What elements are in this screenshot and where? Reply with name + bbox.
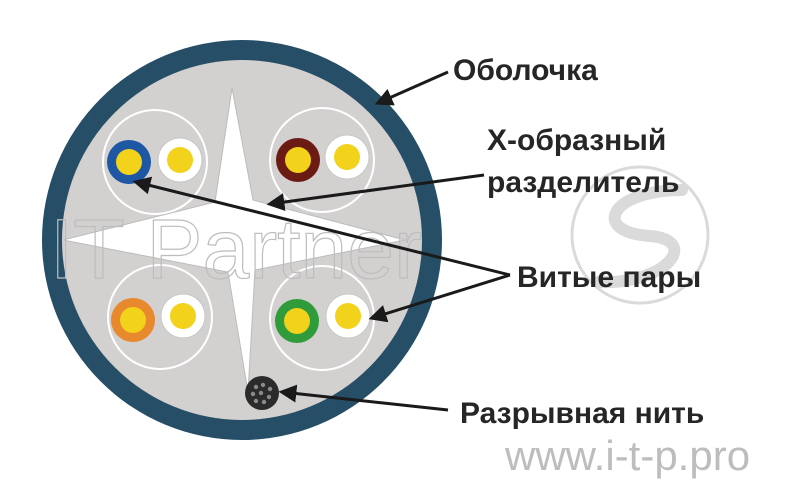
green-pair bbox=[275, 293, 371, 343]
watermark-brand: IT Partner bbox=[50, 202, 422, 296]
pair-outline-top-left bbox=[102, 109, 208, 215]
sheath-arrow bbox=[374, 70, 449, 106]
green-white-wire-core bbox=[335, 303, 361, 329]
label-twisted-pairs: Витые пары bbox=[517, 261, 701, 294]
separator-arrow bbox=[266, 173, 485, 211]
label-rip-cord: Разрывная нить bbox=[460, 397, 704, 430]
blue-pair bbox=[107, 137, 203, 184]
green-wire-core bbox=[284, 308, 310, 334]
twisted-pairs-arrow-left bbox=[132, 176, 511, 277]
brown-white-wire-core bbox=[334, 144, 360, 170]
brown-wire-core bbox=[285, 147, 311, 173]
rip-cord bbox=[245, 376, 279, 410]
orange-wire-core bbox=[120, 307, 146, 333]
label-sheath: Оболочка bbox=[453, 54, 598, 87]
watermark-url: www.i-t-p.pro bbox=[504, 432, 750, 479]
rip-cord-arrow bbox=[278, 384, 449, 412]
orange-white-wire-core bbox=[170, 303, 196, 329]
pair-outline-bottom-left bbox=[107, 264, 213, 370]
twisted-pairs-arrow-right bbox=[368, 273, 511, 323]
blue-white-wire-core bbox=[167, 147, 193, 173]
label-separator-line1: Х-образный bbox=[487, 124, 666, 157]
pair-outline-top-right bbox=[269, 107, 375, 213]
brown-pair bbox=[276, 134, 370, 182]
orange-pair bbox=[111, 293, 206, 342]
blue-wire-core bbox=[116, 149, 142, 175]
watermark-logo bbox=[570, 165, 710, 305]
label-separator-line2: разделитель bbox=[487, 166, 679, 199]
